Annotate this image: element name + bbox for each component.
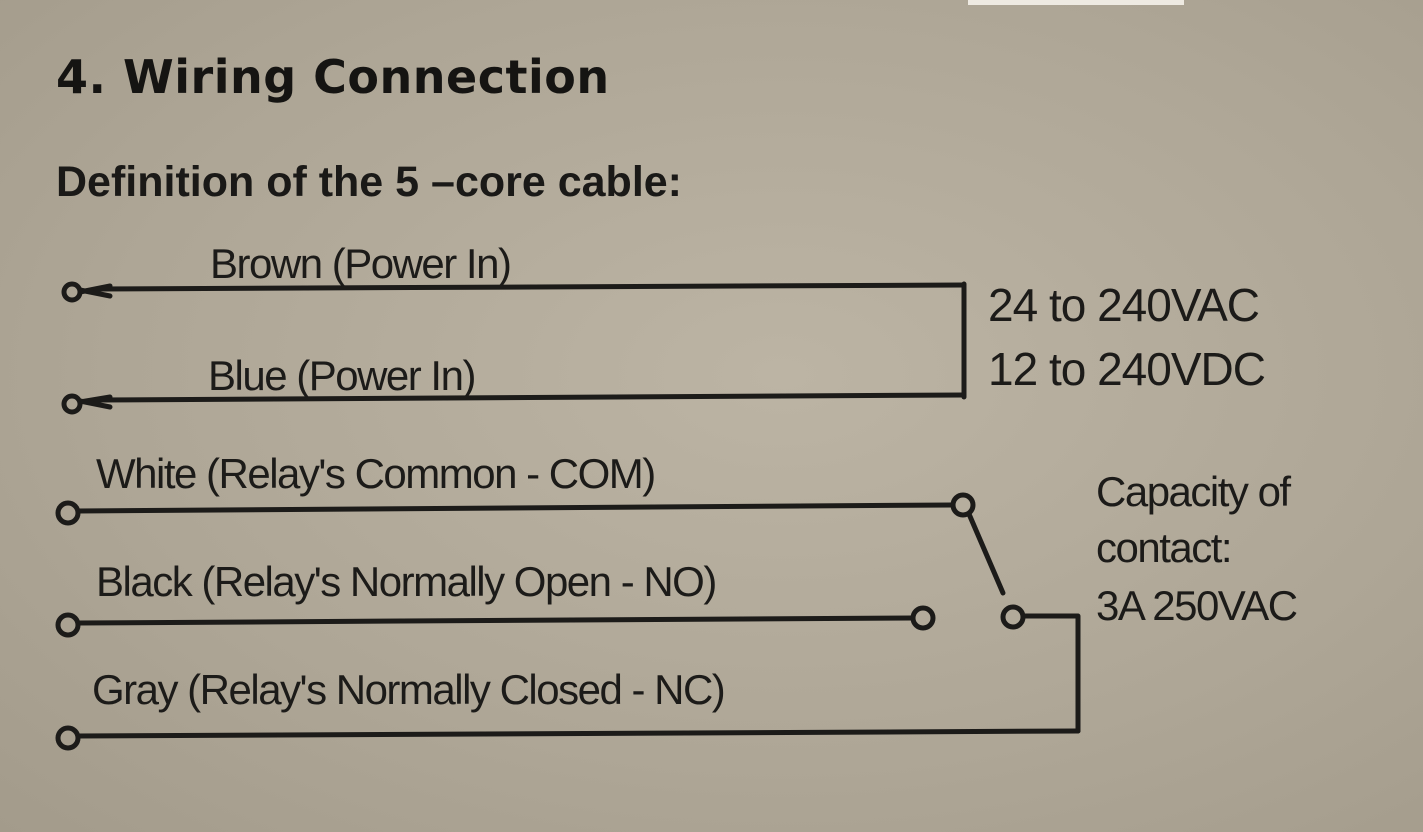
black-wire-label: Black (Relay's Normally Open - NO) [96, 558, 717, 605]
cable-definition-heading: Definition of the 5 –core cable: [56, 158, 682, 206]
nc-contact-icon [1000, 604, 1026, 630]
gray-wire-line [75, 728, 1081, 739]
power-ac-range: 24 to 240VAC [988, 279, 1260, 331]
blue-terminal-icon [61, 393, 83, 415]
capacity-line-1: Capacity of [1096, 468, 1291, 515]
white-wire [55, 492, 976, 526]
capacity-line-3: 3A 250VAC [1096, 582, 1298, 629]
white-wire-label: White (Relay's Common - COM) [96, 450, 656, 497]
brown-wire [61, 281, 967, 303]
white-terminal-icon [55, 500, 81, 526]
relay-switch-arm [966, 511, 1006, 596]
black-wire-line [75, 615, 915, 626]
power-dc-range: 12 to 240VDC [988, 343, 1266, 395]
black-terminal-icon [55, 612, 81, 638]
blue-wire-line [93, 392, 967, 403]
nc-link-line [1020, 613, 1081, 734]
blue-wire [61, 392, 967, 415]
black-wire [55, 605, 936, 638]
com-contact-icon [950, 492, 976, 518]
blue-wire-label: Blue (Power In) [208, 352, 476, 399]
section-title: 4. Wiring Connection [56, 50, 610, 104]
gray-wire [55, 725, 1081, 751]
page-top-rule [968, 0, 1184, 5]
gray-wire-label: Gray (Relay's Normally Closed - NC) [92, 666, 726, 713]
brown-wire-label: Brown (Power In) [210, 240, 512, 287]
brown-wire-line [93, 282, 967, 292]
no-contact-icon [910, 605, 936, 631]
white-wire-line [75, 502, 955, 514]
capacity-line-2: contact: [1096, 524, 1233, 571]
gray-terminal-icon [55, 725, 81, 751]
